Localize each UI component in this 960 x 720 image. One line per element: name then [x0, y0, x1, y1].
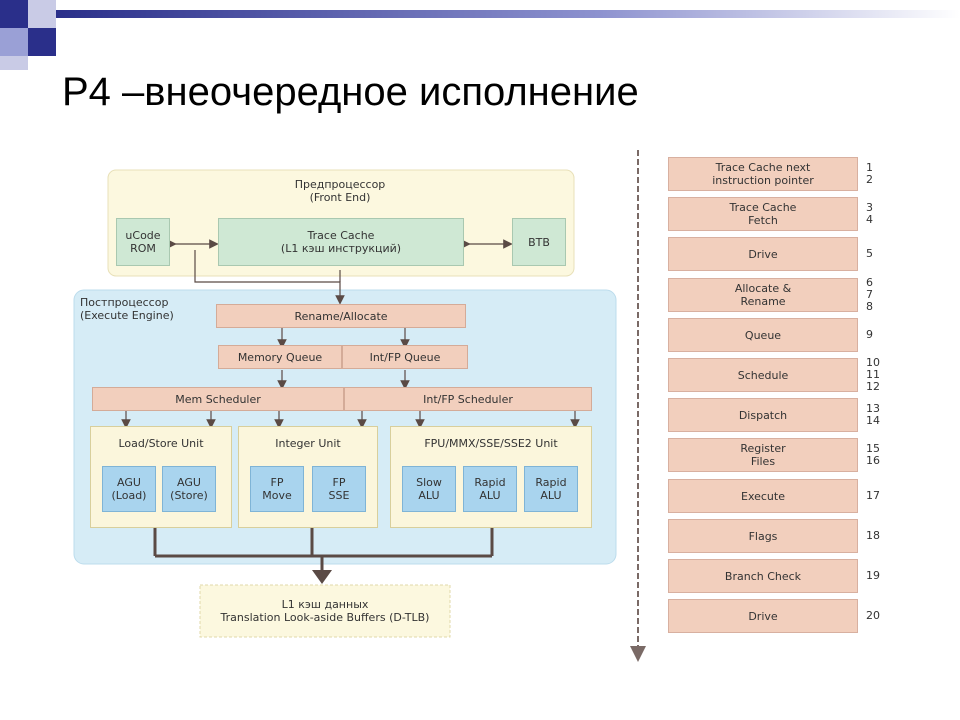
fp-sse-label: FP SSE [328, 476, 350, 502]
l1-data-cache-label: L1 кэш данных Translation Look-aside Buf… [220, 598, 430, 624]
pipeline-stage: Execute [668, 479, 858, 513]
pipeline-stage: Trace Cache Fetch [668, 197, 858, 231]
pipeline-stage-number: 10 11 12 [866, 356, 880, 393]
rapid-alu-box-1: Rapid ALU [463, 466, 517, 512]
fp-sse-box: FP SSE [312, 466, 366, 512]
pipeline-stage: Drive [668, 237, 858, 271]
deco-square [0, 0, 28, 28]
slow-alu-box: Slow ALU [402, 466, 456, 512]
fp-move-label: FP Move [262, 476, 292, 502]
pipeline-stage: Branch Check [668, 559, 858, 593]
btb-label: BTB [528, 235, 550, 249]
trace-cache-box: Trace Cache (L1 кэш инструкций) [218, 218, 464, 266]
pipeline-stage-number: 17 [866, 489, 880, 502]
load-store-unit-label: Load/Store Unit [118, 437, 204, 450]
pipeline-stage-number: 9 [866, 328, 873, 341]
deco-line [56, 10, 960, 18]
pipeline-stage: Drive [668, 599, 858, 633]
pipeline-stage-number: 20 [866, 609, 880, 622]
agu-load-box: AGU (Load) [102, 466, 156, 512]
pipeline-stage-number: 18 [866, 529, 880, 542]
memory-queue-box: Memory Queue [218, 345, 342, 369]
pipeline-stage: Flags [668, 519, 858, 553]
pipeline-stage: Register Files [668, 438, 858, 472]
pipeline-stage: Dispatch [668, 398, 858, 432]
btb-box: BTB [512, 218, 566, 266]
pipeline-stage-number: 15 16 [866, 442, 880, 467]
mem-scheduler-box: Mem Scheduler [92, 387, 344, 411]
int-fp-queue-box: Int/FP Queue [342, 345, 468, 369]
execute-engine-label: Постпроцессор (Execute Engine) [80, 296, 174, 322]
pipeline-stage-number: 5 [866, 247, 873, 260]
fpu-unit-label: FPU/MMX/SSE/SSE2 Unit [424, 437, 558, 450]
pipeline-stage: Trace Cache next instruction pointer [668, 157, 858, 191]
rapid-alu-box-2: Rapid ALU [524, 466, 578, 512]
pipeline-stage-number: 13 14 [866, 402, 880, 427]
rename-allocate-label: Rename/Allocate [294, 309, 388, 323]
int-fp-scheduler-box: Int/FP Scheduler [344, 387, 592, 411]
memory-queue-label: Memory Queue [237, 350, 323, 364]
integer-unit-label: Integer Unit [275, 437, 341, 450]
deco-square [28, 0, 56, 28]
int-fp-scheduler-label: Int/FP Scheduler [423, 392, 513, 406]
pipeline-stage-number: 19 [866, 569, 880, 582]
pipeline-stage: Schedule [668, 358, 858, 392]
pipeline-stage-number: 3 4 [866, 201, 873, 226]
ucode-rom-box: uCode ROM [116, 218, 170, 266]
pipeline-stage: Allocate & Rename [668, 278, 858, 312]
front-end-label: Предпроцессор (Front End) [294, 178, 386, 204]
mem-scheduler-label: Mem Scheduler [175, 392, 261, 406]
ucode-rom-label: uCode ROM [125, 229, 161, 255]
rapid-alu-label-2: Rapid ALU [535, 476, 567, 502]
rename-allocate-box: Rename/Allocate [216, 304, 466, 328]
int-fp-queue-label: Int/FP Queue [369, 350, 441, 364]
deco-square [28, 28, 56, 56]
fp-move-box: FP Move [250, 466, 304, 512]
deco-square [0, 56, 28, 70]
agu-load-label: AGU (Load) [111, 476, 147, 502]
pipeline-stage-number: 6 7 8 [866, 276, 873, 313]
agu-store-box: AGU (Store) [162, 466, 216, 512]
rapid-alu-label-1: Rapid ALU [474, 476, 506, 502]
slow-alu-label: Slow ALU [416, 476, 442, 502]
pipeline-stage: Queue [668, 318, 858, 352]
deco-square [0, 28, 28, 56]
pipeline-stage-number: 1 2 [866, 161, 873, 186]
slide-title: P4 –внеочередное исполнение [62, 70, 639, 114]
agu-store-label: AGU (Store) [170, 476, 208, 502]
trace-cache-label: Trace Cache (L1 кэш инструкций) [280, 229, 402, 255]
